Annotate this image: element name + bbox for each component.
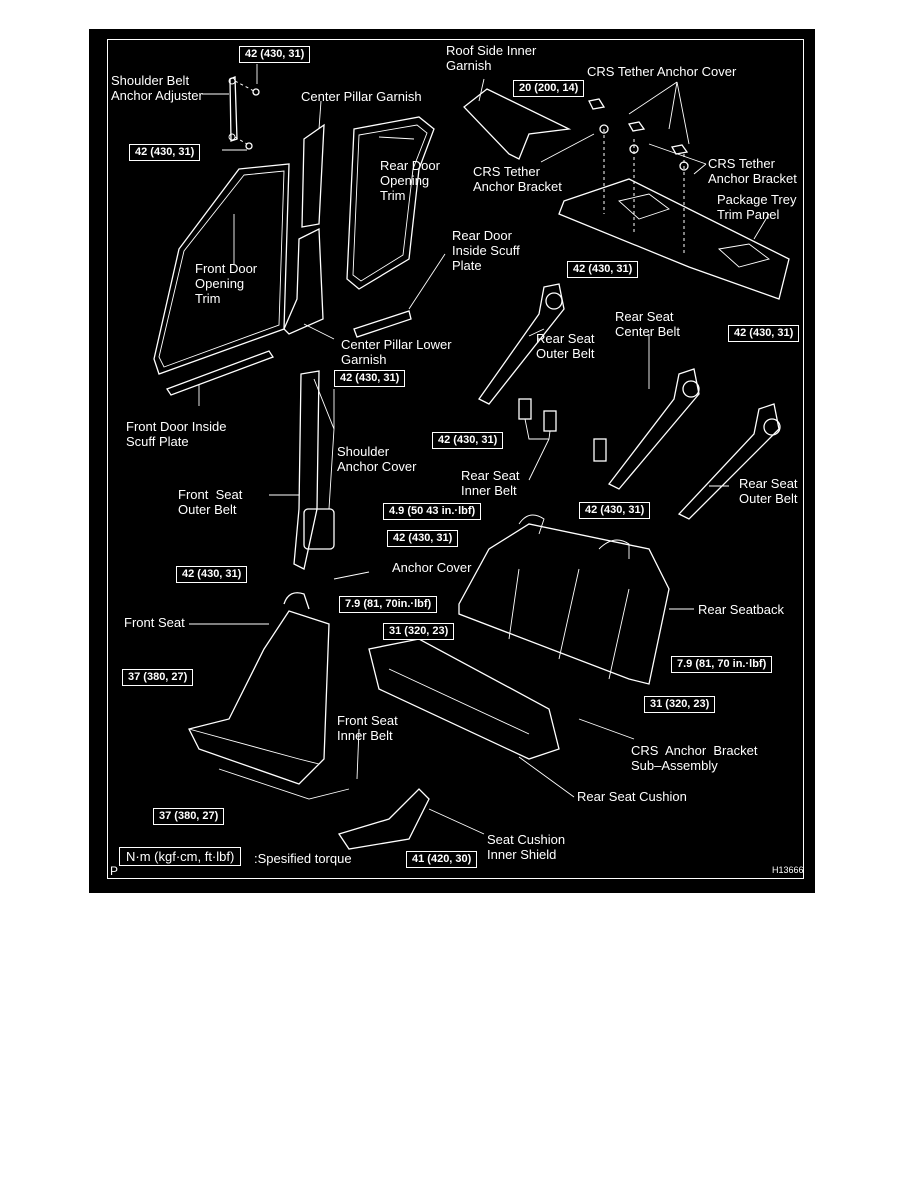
torque-box: 42 (430, 31) — [579, 502, 651, 519]
label-rear-seatback: Rear Seatback — [698, 602, 784, 617]
label-front-door-inside-scuff-plate: Front Door Inside Scuff Plate — [126, 419, 227, 449]
torque-box: 42 (430, 31) — [129, 144, 201, 161]
label-shoulder-anchor-cover: Shoulder Anchor Cover — [337, 444, 417, 474]
torque-box: 31 (320, 23) — [644, 696, 716, 713]
rear-door-opening-trim-drawing — [346, 116, 435, 290]
torque-box: 42 (430, 31) — [176, 566, 248, 583]
label-front-door-opening-trim: Front Door Opening Trim — [195, 261, 258, 306]
label-rear-seat-outer-belt-left: Rear Seat Outer Belt — [536, 331, 595, 361]
torque-box: 4.9 (50 43 in.·lbf) — [383, 503, 482, 520]
label-crs-tether-anchor-bracket-left: CRS Tether Anchor Bracket — [473, 164, 562, 194]
figure-code: H13666 — [772, 865, 804, 875]
torque-box: 42 (430, 31) — [728, 325, 800, 342]
rear-seat-outer-belt-right-drawing — [677, 403, 781, 520]
torque-box: 42 (430, 31) — [432, 432, 504, 449]
leader-lines — [189, 64, 770, 835]
page-marker: P — [110, 864, 119, 878]
torque-box: 42 (430, 31) — [334, 370, 406, 387]
label-rear-seat-cushion: Rear Seat Cushion — [577, 789, 687, 804]
torque-box: 37 (380, 27) — [153, 808, 225, 825]
rear-seat-inner-belt-drawing — [518, 398, 557, 440]
label-rear-seat-inner-belt: Rear Seat Inner Belt — [461, 468, 520, 498]
label-crs-anchor-bracket-sub-assembly: CRS Anchor Bracket Sub–Assembly — [631, 743, 758, 773]
crs-tether-drawings — [588, 98, 689, 171]
seat-cushion-inner-shield-drawing — [337, 788, 430, 850]
label-package-trey-trim-panel: Package Trey Trim Panel — [717, 192, 797, 222]
label-front-seat-inner-belt: Front Seat Inner Belt — [337, 713, 398, 743]
torque-box: 41 (420, 30) — [406, 851, 478, 868]
torque-box: 42 (430, 31) — [239, 46, 311, 63]
label-seat-cushion-inner-shield: Seat Cushion Inner Shield — [487, 832, 566, 862]
rear-seat-center-belt-drawing — [593, 368, 700, 490]
front-seat-outer-belt-drawing — [293, 370, 335, 570]
roof-garnish-drawing — [463, 88, 572, 160]
label-roof-side-inner-garnish: Roof Side Inner Garnish — [446, 43, 537, 73]
label-crs-tether-anchor-bracket-right: CRS Tether Anchor Bracket — [708, 156, 797, 186]
center-pillar-garnish-drawing — [283, 123, 325, 335]
rear-seatback-drawing — [458, 514, 670, 685]
rear-seat-outer-belt-left-drawing — [478, 283, 565, 405]
label-crs-tether-anchor-cover: CRS Tether Anchor Cover — [587, 64, 737, 79]
label-front-seat-outer-belt: Front Seat Outer Belt — [178, 487, 243, 517]
exploded-view-artwork — [153, 64, 790, 850]
package-tray-drawing — [558, 129, 790, 300]
torque-unit-legend-box: N·m (kgf·cm, ft·lbf) — [119, 847, 242, 866]
torque-box: 7.9 (81, 70 in.·lbf) — [671, 656, 773, 673]
torque-box: 31 (320, 23) — [383, 623, 455, 640]
torque-box: 37 (380, 27) — [122, 669, 194, 686]
torque-box: 42 (430, 31) — [567, 261, 639, 278]
front-door-scuff-plate-drawing — [166, 350, 274, 396]
label-rear-seat-center-belt: Rear Seat Center Belt — [615, 309, 681, 339]
label-rear-seat-outer-belt-right: Rear Seat Outer Belt — [739, 476, 798, 506]
label-anchor-cover: Anchor Cover — [392, 560, 472, 575]
diagram-panel: Shoulder Belt Anchor Adjuster Center Pil… — [89, 29, 815, 893]
torque-box: 7.9 (81, 70in.·lbf) — [339, 596, 438, 613]
label-front-seat: Front Seat — [124, 615, 185, 630]
rear-door-scuff-plate-drawing — [353, 310, 412, 338]
diagram-frame — [107, 39, 804, 879]
torque-box: 20 (200, 14) — [513, 80, 585, 97]
label-center-pillar-lower-garnish: Center Pillar Lower Garnish — [341, 337, 452, 367]
label-shoulder-belt-anchor-adjuster: Shoulder Belt Anchor Adjuster — [111, 73, 203, 103]
front-door-opening-trim-drawing — [153, 163, 290, 375]
front-seat-drawing — [188, 592, 350, 800]
label-rear-door-inside-scuff-plate: Rear Door Inside Scuff Plate — [452, 228, 520, 273]
torque-unit-legend-text: :Spesified torque — [254, 851, 352, 866]
shoulder-belt-anchor-adjuster-drawing — [228, 76, 260, 150]
label-center-pillar-garnish: Center Pillar Garnish — [301, 89, 422, 104]
label-rear-door-opening-trim: Rear Door Opening Trim — [380, 158, 440, 203]
torque-box: 42 (430, 31) — [387, 530, 459, 547]
